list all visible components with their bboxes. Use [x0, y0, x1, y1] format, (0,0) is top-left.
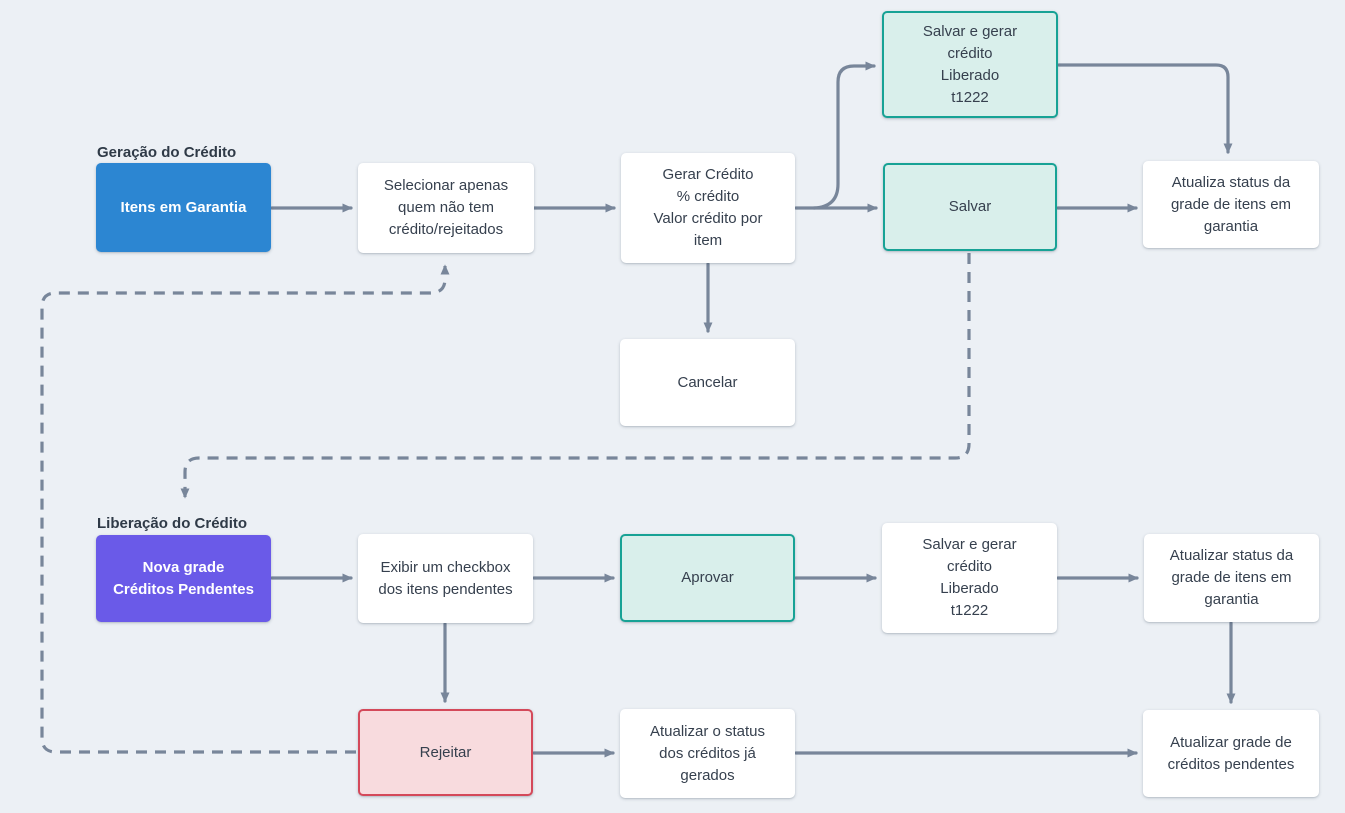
connector-dashed-salvar-to-liberacao — [180, 253, 971, 499]
node-cancelar[interactable]: Cancelar — [620, 339, 795, 426]
node-atualizar-status-creditos-label: Atualizar o status dos créditos já gerad… — [649, 722, 766, 784]
node-salvar-e-gerar-credito-liberado[interactable]: Salvar e gerar crédito Liberado t1222 — [882, 11, 1058, 118]
node-itens-em-garantia[interactable]: Itens em Garantia — [96, 163, 271, 252]
node-exibir-checkbox-label: Exibir um checkbox dos itens pendentes — [378, 558, 513, 598]
section-label-liberacao-do-credito: Liberação do Crédito — [97, 515, 248, 532]
node-aprovar[interactable]: Aprovar — [620, 534, 795, 622]
section-label-geracao-do-credito: Geração do Crédito — [97, 144, 237, 161]
node-rejeitar-label: Rejeitar — [419, 743, 472, 761]
node-gerar-credito[interactable]: Gerar Crédito % crédito Valor crédito po… — [621, 153, 795, 263]
node-atualizar-grade-pendentes[interactable]: Atualizar grade de créditos pendentes — [1143, 710, 1319, 797]
node-atualiza-status-grade-label: Atualiza status da grade de itens em gar… — [1170, 173, 1292, 235]
node-atualizar-status-grade[interactable]: Atualizar status da grade de itens em ga… — [1144, 534, 1319, 622]
node-itens-em-garantia-label: Itens em Garantia — [120, 198, 247, 216]
connector-salvar-gerar-to-atualiza — [1057, 63, 1233, 154]
node-nova-grade-creditos-pendentes[interactable]: Nova grade Créditos Pendentes — [96, 535, 271, 622]
node-gerar-credito-label: Gerar Crédito % crédito Valor crédito po… — [653, 166, 763, 249]
node-salvar-label: Salvar — [948, 198, 992, 215]
node-aprovar-label: Aprovar — [681, 569, 734, 586]
node-atualizar-grade-pendentes-label: Atualizar grade de créditos pendentes — [1167, 733, 1295, 773]
node-salvar-e-gerar-credito-liberado-2[interactable]: Salvar e gerar crédito Liberado t1222 — [882, 523, 1057, 633]
node-atualizar-status-creditos[interactable]: Atualizar o status dos créditos já gerad… — [620, 709, 795, 798]
connector-branch-to-salvar-gerar — [812, 61, 876, 210]
node-rejeitar[interactable]: Rejeitar — [358, 709, 533, 796]
node-salvar[interactable]: Salvar — [883, 163, 1057, 251]
node-atualiza-status-grade[interactable]: Atualiza status da grade de itens em gar… — [1143, 161, 1319, 248]
node-selecionar-apenas[interactable]: Selecionar apenas quem não tem crédito/r… — [358, 163, 534, 253]
node-cancelar-label: Cancelar — [677, 373, 738, 391]
node-atualizar-status-grade-label: Atualizar status da grade de itens em ga… — [1169, 547, 1294, 608]
node-nova-grade-creditos-pendentes-label: Nova grade Créditos Pendentes — [113, 558, 254, 598]
connector-dashed-rejeitar-to-selecionar — [40, 264, 450, 754]
node-selecionar-apenas-label: Selecionar apenas quem não tem crédito/r… — [383, 177, 509, 238]
node-exibir-checkbox[interactable]: Exibir um checkbox dos itens pendentes — [358, 534, 533, 623]
node-salvar-e-gerar-credito-liberado-label: Salvar e gerar crédito Liberado t1222 — [922, 22, 1018, 106]
node-salvar-e-gerar-credito-liberado-2-label: Salvar e gerar crédito Liberado t1222 — [922, 536, 1017, 619]
